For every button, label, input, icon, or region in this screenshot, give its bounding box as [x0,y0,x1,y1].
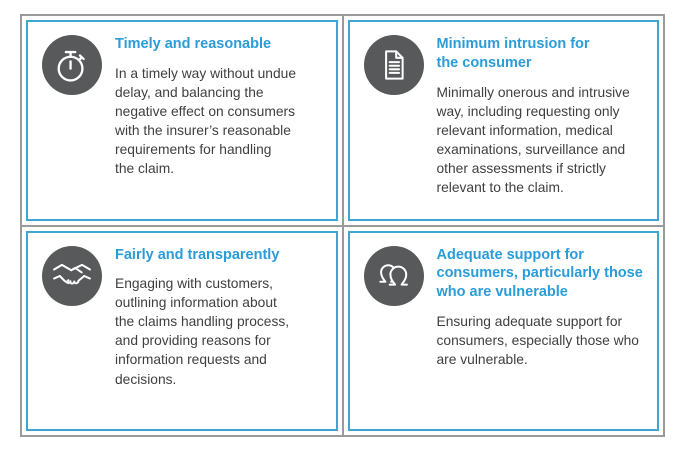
card-text: Adequate support for consumers, particul… [437,243,650,370]
people-icon [363,245,424,306]
handshake-icon [42,245,102,306]
card-title: Timely and reasonable [115,36,272,52]
card-body: Ensuring adequate support for consumers,… [436,314,639,368]
card-body: Engaging with customers, outlining infor… [115,276,290,387]
card-title: Fairly and transparently [115,246,280,263]
card-minimum-intrusion: Minimum intrusion for the consumer Minim… [343,16,663,225]
card-frame: Fairly and transparently Engaging with c… [26,230,338,431]
document-icon [363,35,424,95]
card-frame: Timely and reasonable In a timely way wi… [26,20,338,221]
card-text: Minimum intrusion for the consumer Minim… [437,32,650,197]
card-frame: Minimum intrusion for the consumer Minim… [347,20,659,221]
card-text: Fairly and transparently Engaging with c… [115,243,328,389]
card-text: Timely and reasonable In a timely way wi… [115,32,328,178]
card-title: Minimum intrusion for the consumer [436,36,590,71]
card-body: In a timely way without undue delay, and… [115,65,296,176]
principles-grid: Timely and reasonable In a timely way wi… [20,14,665,437]
card-frame: Adequate support for consumers, particul… [347,230,659,431]
card-body: Minimally onerous and intrusive way, inc… [436,84,630,195]
card-adequate-support: Adequate support for consumers, particul… [343,226,663,435]
card-title: Adequate support for consumers, particul… [436,246,643,301]
card-fairly-transparently: Fairly and transparently Engaging with c… [22,226,342,435]
stopwatch-icon [42,35,102,95]
card-timely-and-reasonable: Timely and reasonable In a timely way wi… [22,16,342,225]
